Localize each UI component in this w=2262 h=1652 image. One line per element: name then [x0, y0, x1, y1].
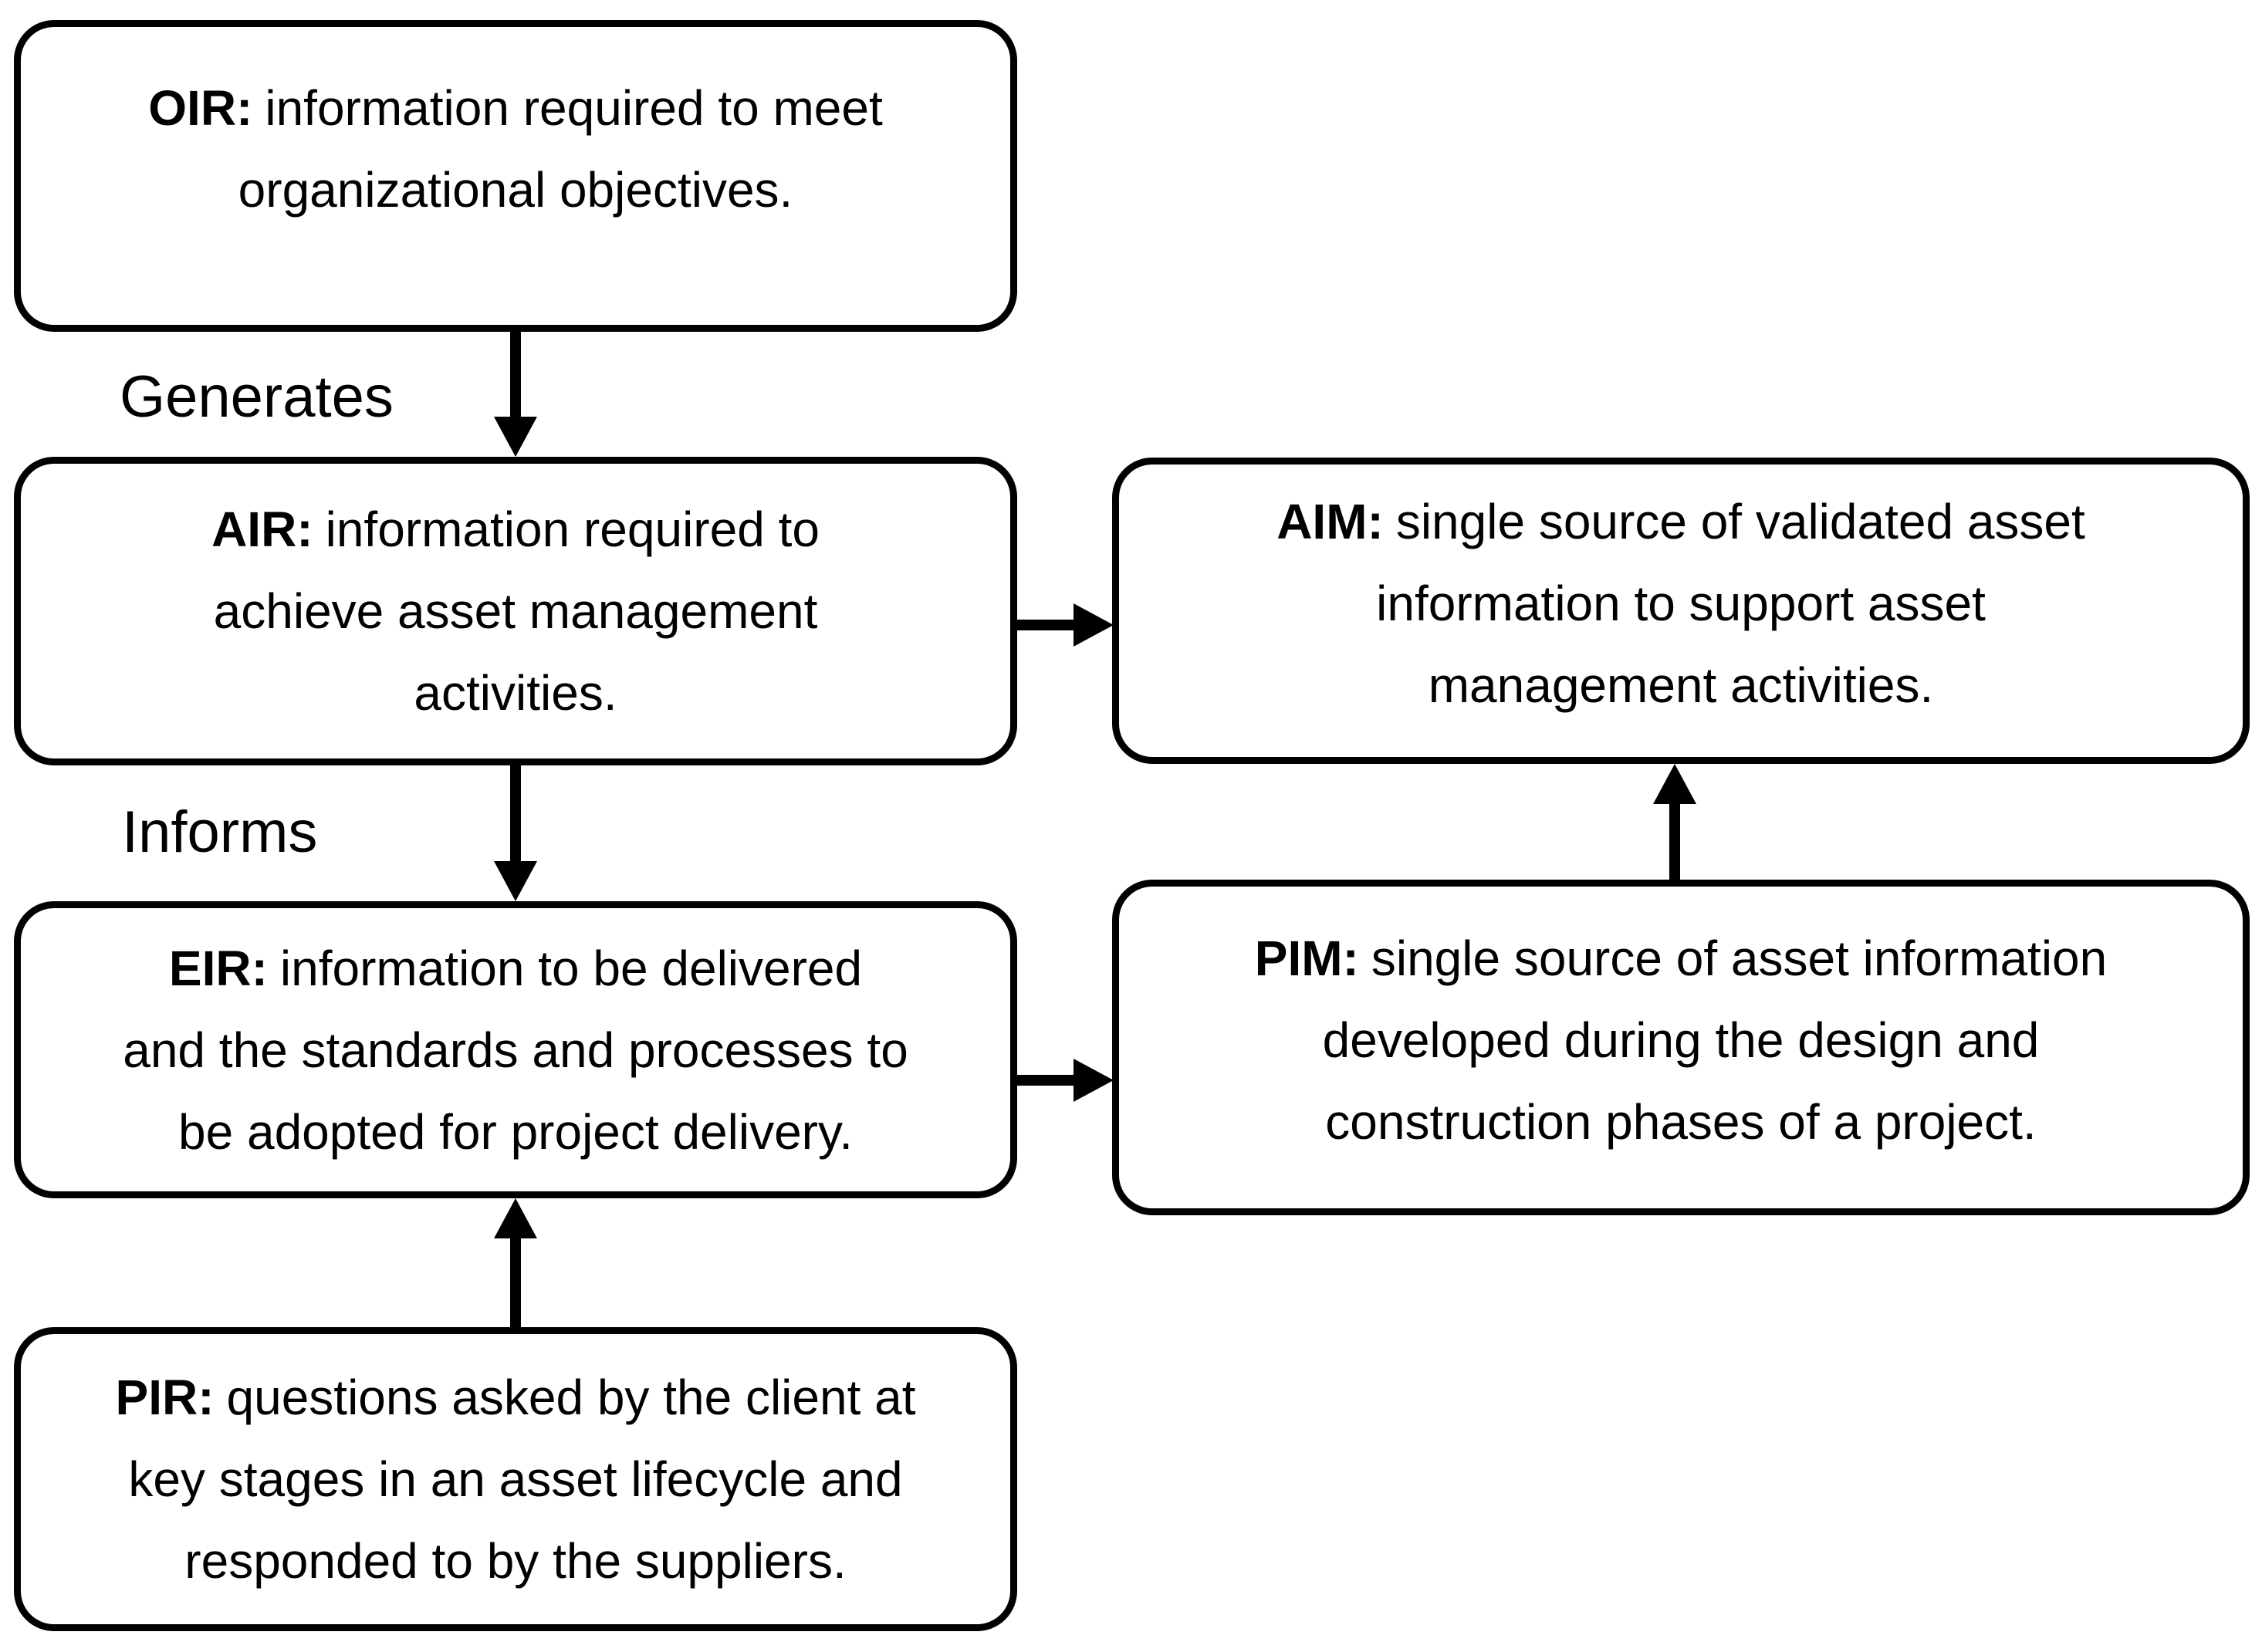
pir-text: questions asked by the client at: [226, 1370, 916, 1425]
eir-abbreviation: EIR:: [168, 940, 268, 996]
air-line-2: achieve asset management: [213, 583, 818, 639]
pim-abbreviation: PIM:: [1254, 930, 1359, 986]
pim-line-3: construction phases of a project.: [1325, 1093, 2037, 1150]
eir-line-1: EIR:information to be delivered: [169, 927, 862, 1009]
arrow-air-to-aim-shaft: [1017, 620, 1077, 630]
oir-abbreviation: OIR:: [148, 80, 253, 136]
arrow-eir-to-pim-shaft: [1017, 1075, 1077, 1086]
eir-line-3: be adopted for project delivery.: [178, 1103, 853, 1160]
air-node: AIR:information required to achieve asse…: [14, 457, 1017, 765]
pir-line-3: responded to by the suppliers.: [184, 1533, 847, 1589]
pir-line-2: key stages in an asset lifecycle and: [128, 1451, 903, 1507]
arrow-oir-to-air-shaft: [510, 330, 521, 420]
arrow-pim-to-aim-shaft: [1669, 801, 1680, 880]
arrow-pir-to-eir-shaft: [510, 1235, 521, 1327]
air-text: information required to: [325, 502, 820, 557]
aim-line-1: AIM:single source of validated asset: [1276, 481, 2085, 562]
pim-text: single source of asset information: [1371, 930, 2108, 986]
oir-line-1: OIR:information required to meet: [148, 67, 883, 149]
air-line-1: AIR:information required to: [211, 488, 820, 570]
oir-line-2: organizational objectives.: [238, 162, 793, 218]
pir-abbreviation: PIR:: [115, 1370, 215, 1425]
oir-node: OIR:information required to meet organiz…: [14, 20, 1017, 332]
pim-line-1: PIM:single source of asset information: [1255, 917, 2107, 999]
arrow-oir-to-air-arrowhead-icon: [494, 417, 537, 457]
eir-text: information to be delivered: [279, 940, 863, 996]
arrow-air-to-aim-arrowhead-icon: [1074, 603, 1114, 647]
arrow-pir-to-eir-arrowhead-icon: [494, 1198, 537, 1238]
pim-line-2: developed during the design and: [1322, 1012, 2040, 1068]
oir-text: information required to meet: [265, 80, 883, 136]
arrow-air-to-eir-arrowhead-icon: [494, 861, 537, 901]
air-line-3: activities.: [414, 665, 617, 721]
aim-text: single source of validated asset: [1395, 493, 2085, 549]
arrow-eir-to-pim-arrowhead-icon: [1074, 1059, 1114, 1102]
aim-node: AIM:single source of validated asset inf…: [1112, 458, 2250, 764]
eir-line-2: and the standards and processes to: [123, 1022, 908, 1078]
pim-node: PIM:single source of asset information d…: [1112, 880, 2250, 1215]
aim-line-2: information to support asset: [1376, 575, 1986, 631]
air-abbreviation: AIR:: [211, 502, 313, 557]
pir-line-1: PIR:questions asked by the client at: [116, 1356, 916, 1438]
pir-node: PIR:questions asked by the client at key…: [14, 1327, 1017, 1631]
arrow-air-to-eir-shaft: [510, 765, 521, 864]
aim-line-3: management activities.: [1428, 657, 1934, 713]
aim-abbreviation: AIM:: [1276, 493, 1384, 549]
eir-node: EIR:information to be delivered and the …: [14, 901, 1017, 1198]
arrow-pim-to-aim-arrowhead-icon: [1653, 764, 1696, 804]
informs-edge-label: Informs: [122, 799, 318, 865]
generates-edge-label: Generates: [120, 364, 394, 430]
